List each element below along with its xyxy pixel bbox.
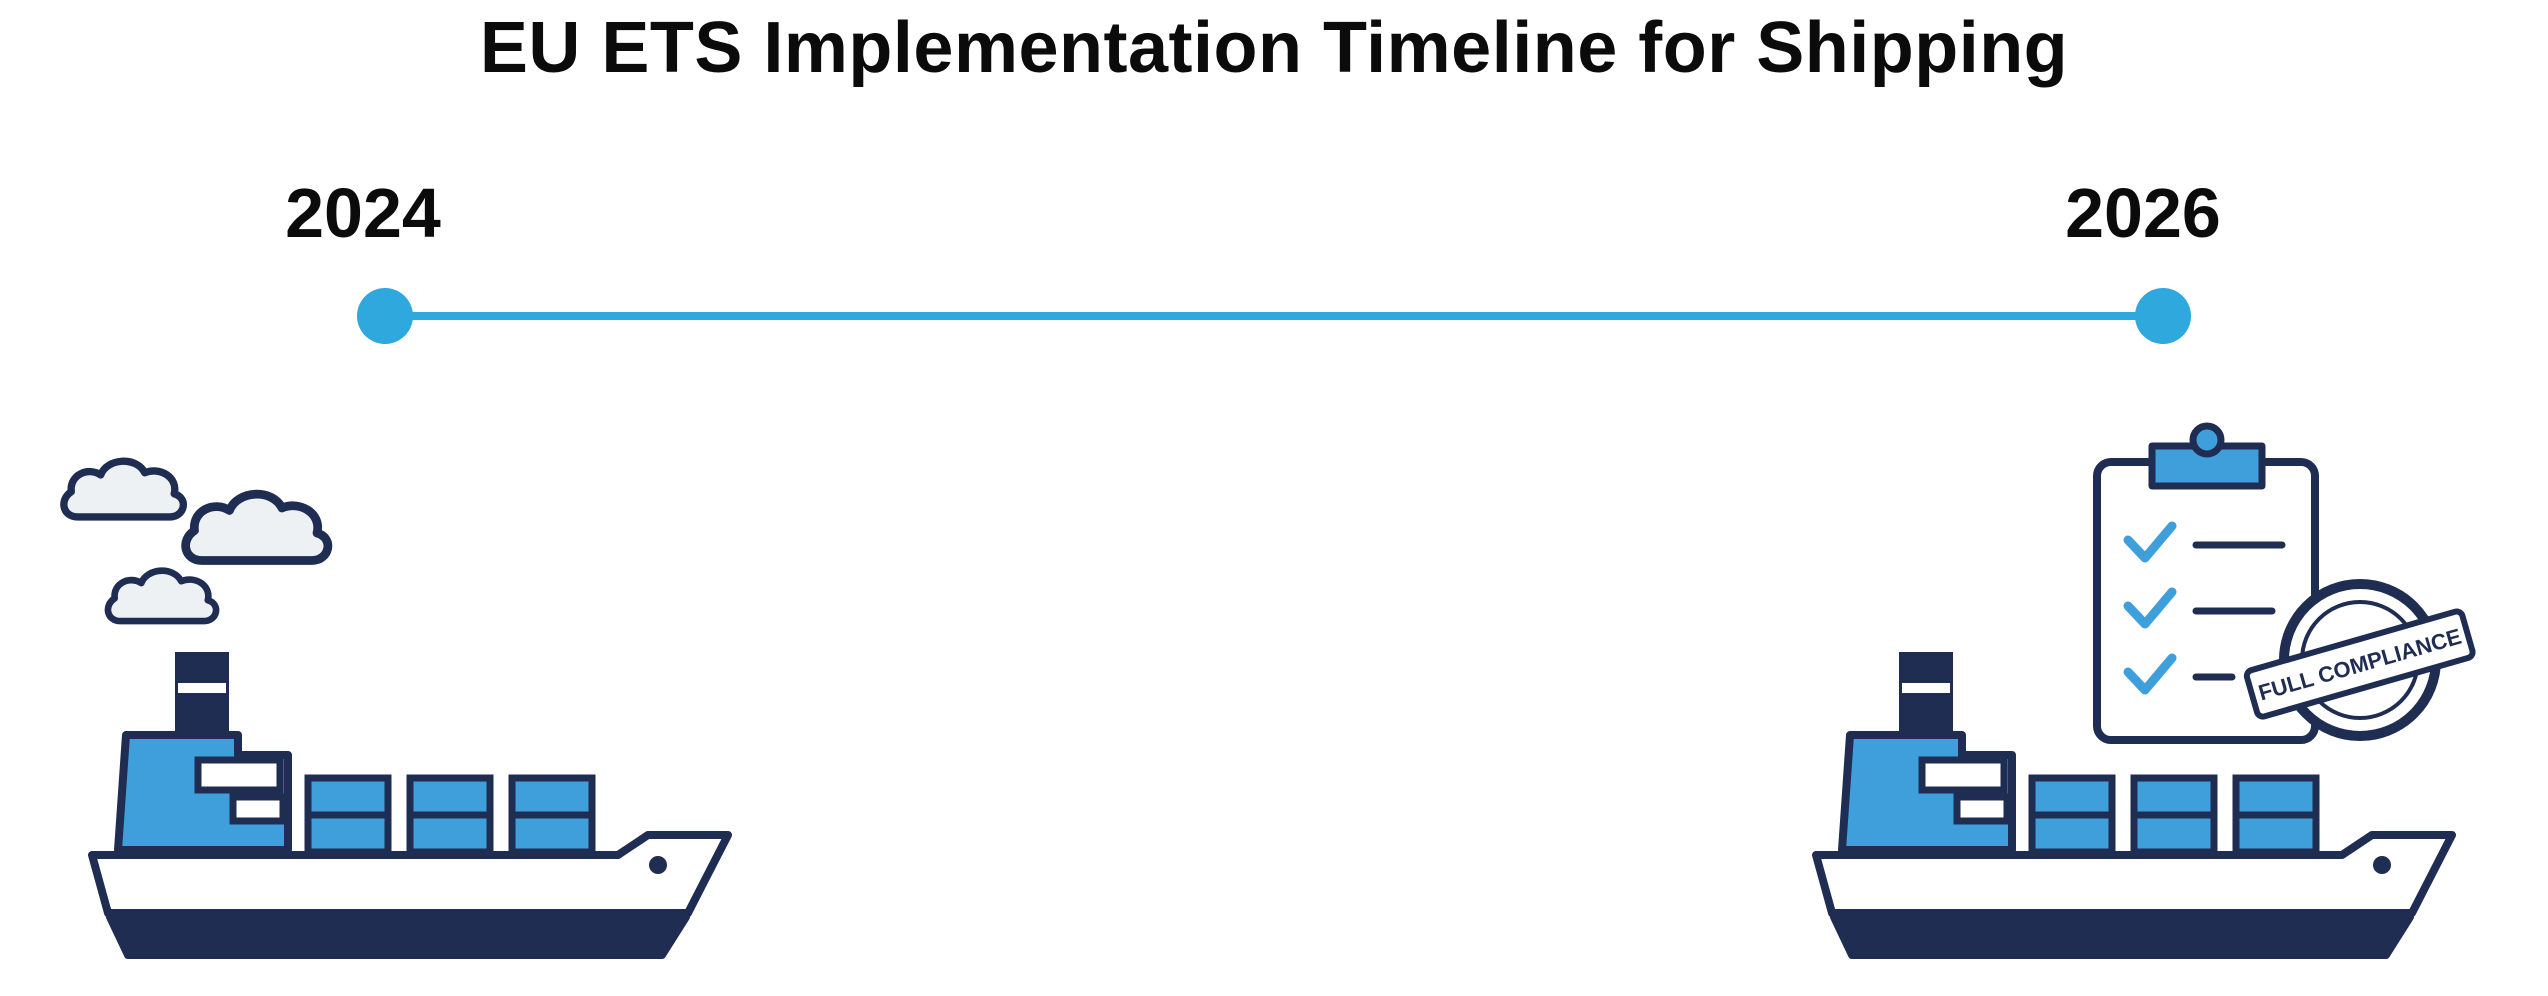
smoke-cloud-icon xyxy=(64,461,328,621)
page-title: EU ETS Implementation Timeline for Shipp… xyxy=(479,8,2069,88)
milestone-year-2024: 2024 xyxy=(285,174,441,252)
container-ship-emissions-icon xyxy=(64,461,728,955)
ship-icon xyxy=(92,655,728,955)
container-ship-compliance-icon: FULL COMPLIANCE xyxy=(1816,422,2476,955)
timeline-node-2026 xyxy=(2135,288,2191,344)
timeline-node-2024 xyxy=(357,288,413,344)
compliance-stamp-icon: FULL COMPLIANCE xyxy=(2243,579,2476,741)
milestone-year-2026: 2026 xyxy=(2065,174,2221,252)
checkmark-icon xyxy=(2123,521,2177,695)
